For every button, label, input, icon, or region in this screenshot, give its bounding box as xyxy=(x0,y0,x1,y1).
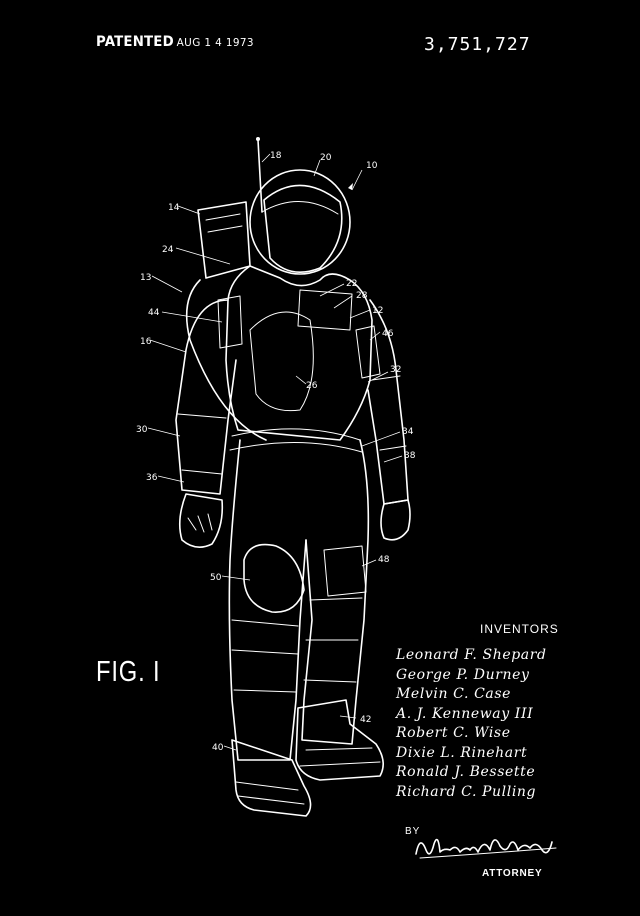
attorney-signature xyxy=(415,838,557,859)
callout-22: 22 xyxy=(346,279,357,289)
callout-34: 34 xyxy=(402,427,414,437)
callout-48: 48 xyxy=(378,555,390,565)
knee-pad xyxy=(243,543,305,613)
callout-20: 20 xyxy=(320,153,332,163)
left-glove xyxy=(178,493,224,548)
patented-date: AUG 1 4 1973 xyxy=(176,36,254,49)
inventor-name: Melvin C. Case xyxy=(396,686,511,702)
antenna xyxy=(257,139,263,213)
callout-14: 14 xyxy=(168,203,180,213)
patent-number: 3,751,727 xyxy=(424,34,531,55)
inventor-list: Leonard F. Shepard George P. Durney Melv… xyxy=(396,646,547,802)
patented-label: PATENTED xyxy=(96,34,174,50)
figure-label: FIG. I xyxy=(96,656,161,688)
arm-pocket-right xyxy=(355,325,381,379)
inventors-heading: INVENTORS xyxy=(480,622,559,636)
inventor-name: Leonard F. Shepard xyxy=(396,647,547,663)
inventor-name: Robert C. Wise xyxy=(396,725,511,741)
callout-26: 26 xyxy=(306,381,318,391)
left-arm xyxy=(175,299,237,495)
torso-panel xyxy=(249,311,314,412)
inventor-name: A. J. Kenneway III xyxy=(396,705,534,722)
helmet-visor xyxy=(263,184,343,274)
callout-28: 28 xyxy=(356,291,368,301)
callout-16: 16 xyxy=(140,337,152,347)
callout-12: 12 xyxy=(372,306,383,316)
callout-10: 10 xyxy=(366,161,378,171)
signature-stroke xyxy=(415,838,553,855)
torso xyxy=(225,265,373,441)
callout-30: 30 xyxy=(136,425,148,435)
right-boot xyxy=(295,699,384,781)
callout-42: 42 xyxy=(360,715,371,725)
inventor-name: George P. Durney xyxy=(396,666,530,683)
inventor-name: Dixie L. Rinehart xyxy=(396,744,528,761)
right-glove xyxy=(380,499,411,541)
callout-40: 40 xyxy=(212,743,224,753)
hose xyxy=(185,279,267,441)
left-boot xyxy=(231,739,312,817)
chest-control-box xyxy=(297,289,353,331)
helmet xyxy=(249,169,351,275)
by-label: BY xyxy=(405,826,421,837)
callout-24: 24 xyxy=(162,245,174,255)
callout-18: 18 xyxy=(270,151,282,161)
left-leg xyxy=(228,439,307,761)
backpack xyxy=(197,201,251,279)
callout-32: 32 xyxy=(390,365,401,375)
callout-36: 36 xyxy=(146,473,158,483)
callout-13: 13 xyxy=(140,273,151,283)
callout-38: 38 xyxy=(404,451,416,461)
callout-44: 44 xyxy=(148,308,160,318)
callout-46: 46 xyxy=(382,329,394,339)
right-leg xyxy=(301,439,370,745)
inventor-name: Ronald J. Bessette xyxy=(396,764,536,780)
thigh-pocket xyxy=(323,545,367,597)
inventor-name: Richard C. Pulling xyxy=(396,783,537,800)
callout-50: 50 xyxy=(210,573,222,583)
antenna-tip xyxy=(256,137,260,141)
arm-pocket xyxy=(217,295,243,349)
attorney-label: ATTORNEY xyxy=(482,868,543,879)
